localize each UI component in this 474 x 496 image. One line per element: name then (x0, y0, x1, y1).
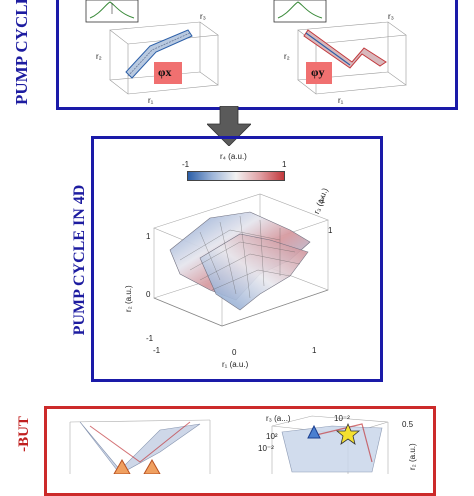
x-axis-label: r₁ (a.u.) (222, 360, 249, 369)
pump-cycle-4d-side-label: PUMP CYCLE IN 4D (71, 184, 88, 336)
star-icon (335, 422, 361, 445)
z-tick-1: 1 (328, 226, 333, 235)
x-tick-1: 1 (312, 346, 317, 355)
bottom-left-plot (69, 419, 211, 474)
bottom-side-label: -BUT (16, 416, 32, 452)
colorbar-min: -1 (182, 160, 190, 169)
bottom-tick-c: 10⁻² (258, 444, 274, 453)
bottom-right-plot (271, 415, 389, 474)
left-badge-label: φx (158, 65, 172, 79)
y-axis-label: r₂ (a.u.) (124, 285, 133, 312)
left-pump-plot (85, 0, 219, 95)
bottom-axis-r3: r₃ (a...) (266, 414, 291, 423)
down-arrow-icon (207, 106, 251, 146)
top-panel-frame (56, 0, 458, 110)
right-axis-r1: r₁ (338, 96, 344, 105)
colorbar-label: r₄ (a.u.) (220, 152, 247, 161)
left-axis-r2: r₂ (96, 52, 102, 61)
colorbar-gradient (187, 171, 285, 181)
right-axis-r3: r₃ (388, 12, 394, 21)
bottom-axis-r2: r₂ (a.u.) (408, 443, 417, 470)
left-axis-r1: r₁ (148, 96, 154, 105)
left-axis-r3: r₃ (200, 12, 206, 21)
y-tick-0: 0 (146, 290, 151, 299)
right-axis-r2: r₂ (284, 52, 290, 61)
y-tick-1: 1 (146, 232, 151, 241)
bottom-tick-d: 0.5 (402, 420, 414, 429)
colorbar-max: 1 (282, 160, 287, 169)
z-tick-neg1: -1 (318, 196, 326, 205)
y-tick-neg1: -1 (146, 334, 154, 343)
middle-panel-frame (91, 136, 383, 382)
pump-cycle-side-label: PUMP CYCLE (12, 0, 31, 105)
x-tick-neg1: -1 (153, 346, 161, 355)
bottom-tick-b: 10² (266, 432, 278, 441)
right-pump-plot (273, 0, 407, 95)
surface-4d-plot (153, 193, 329, 327)
x-tick-0: 0 (232, 348, 237, 357)
right-badge-label: φy (311, 65, 325, 79)
bottom-tick-a: 10⁻² (334, 414, 350, 423)
